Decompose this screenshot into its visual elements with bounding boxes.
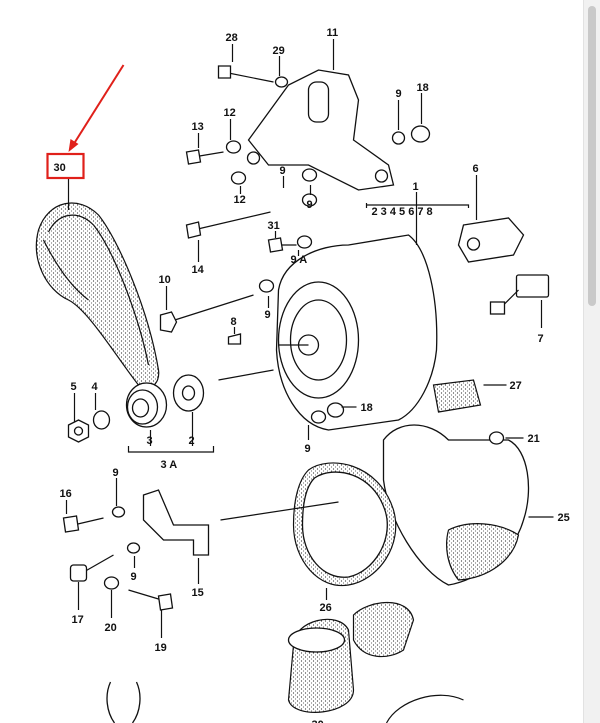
part-19-label: 19 (155, 642, 167, 654)
part-9f-label: 9 (113, 467, 119, 479)
part-15-label: 15 (192, 587, 204, 599)
part-8-label: 8 (231, 316, 237, 328)
part-12b-label: 12 (234, 194, 246, 206)
air-hose (287, 601, 415, 713)
bolts (62, 65, 297, 611)
image-viewer: 30 28 29 11 18 9 12 13 12 9 9 31 9 A 14 … (35, 27, 570, 723)
adjusting-bracket (142, 489, 210, 556)
part-27-label: 27 (510, 380, 522, 392)
scrollbar-thumb[interactable] (588, 6, 596, 306)
mounting-bracket (246, 69, 395, 191)
v-belt (35, 202, 160, 389)
part-9-label: 9 (396, 88, 402, 100)
part-9b-label: 9 (280, 165, 286, 177)
part-29-label: 29 (273, 45, 285, 57)
part-3A-label: 3 A (161, 459, 178, 471)
leader-lines (65, 39, 554, 638)
part-1-label: 1 (413, 181, 419, 193)
rear-cover (382, 424, 530, 586)
part-4-label: 4 (92, 381, 99, 393)
part-12-label: 12 (224, 107, 236, 119)
part-18b-label: 18 (361, 402, 373, 414)
part-9A-label: 9 A (291, 254, 308, 266)
part-18-label: 18 (417, 82, 429, 94)
part-7-label: 7 (538, 333, 544, 345)
clamp (106, 681, 141, 723)
gasket-ring (292, 462, 397, 587)
part-labels: 30 28 29 11 18 9 12 13 12 9 9 31 9 A 14 … (54, 27, 570, 723)
pulley-assembly (67, 374, 205, 443)
part-30b-label: 30 (312, 719, 324, 723)
part-17-label: 17 (72, 614, 84, 626)
part-30-label: 30 (54, 162, 66, 174)
part-21-label: 21 (528, 433, 540, 445)
alternator-body (275, 234, 438, 431)
ring-clip (385, 694, 464, 723)
part-10-label: 10 (159, 274, 171, 286)
part-9g-label: 9 (131, 571, 137, 583)
vertical-scrollbar[interactable] (583, 0, 600, 723)
part-group-label: 2 3 4 5 6 7 8 (372, 206, 433, 218)
part-9e-label: 9 (305, 443, 311, 455)
part-28-label: 28 (226, 32, 238, 44)
part-26-label: 26 (320, 602, 332, 614)
part-2-label: 2 (189, 435, 195, 447)
washers-and-nuts (103, 76, 505, 590)
part-6-label: 6 (473, 163, 479, 175)
part-3-label: 3 (147, 435, 153, 447)
part-5-label: 5 (71, 381, 77, 393)
part-31-label: 31 (268, 220, 280, 232)
voltage-regulator (457, 217, 525, 263)
part-9d-label: 9 (265, 309, 271, 321)
highlight-annotation (46, 64, 125, 180)
connector-plug (432, 379, 482, 413)
part-9c-label: 9 (307, 199, 313, 211)
part-25-label: 25 (558, 512, 570, 524)
part-11-label: 11 (327, 27, 339, 39)
brush-holder (489, 274, 550, 315)
part-14-label: 14 (192, 264, 205, 276)
part-13-label: 13 (192, 121, 204, 133)
part-20-label: 20 (105, 622, 117, 634)
part-16-label: 16 (60, 488, 72, 500)
